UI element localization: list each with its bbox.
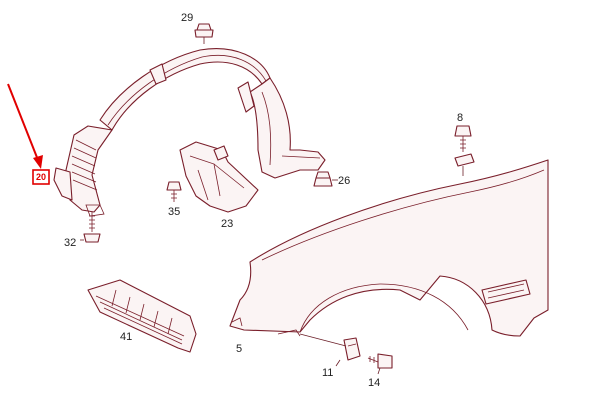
- part-8-bolt[interactable]: [454, 125, 475, 176]
- callout-35: 35: [168, 206, 180, 218]
- callout-26: 26: [338, 175, 350, 187]
- part-5-front-fender[interactable]: [229, 159, 549, 337]
- callout-29: 29: [181, 12, 193, 24]
- part-32-screw[interactable]: [80, 212, 101, 243]
- part-26-clip[interactable]: [313, 171, 338, 187]
- part-29-clip-nut[interactable]: [194, 23, 214, 44]
- callout-23: 23: [221, 218, 233, 230]
- part-35-screw[interactable]: [166, 181, 182, 202]
- part-14-screw[interactable]: [367, 353, 393, 375]
- callout-5: 5: [236, 343, 242, 355]
- callout-41: 41: [120, 331, 132, 343]
- callout-11: 11: [322, 367, 333, 379]
- callout-label-20: 20: [36, 172, 46, 182]
- callout-14: 14: [368, 377, 380, 389]
- part-23-bracket[interactable]: [179, 141, 259, 213]
- callout-32: 32: [64, 237, 76, 249]
- part-20-wheel-arch-liner[interactable]: [53, 48, 326, 217]
- highlight-arrow: [7, 83, 43, 169]
- callout-8: 8: [457, 112, 463, 124]
- highlight-callout-20[interactable]: 20: [32, 169, 50, 185]
- part-41-grille[interactable]: [87, 279, 197, 353]
- part-11-clip-bracket[interactable]: [299, 333, 361, 367]
